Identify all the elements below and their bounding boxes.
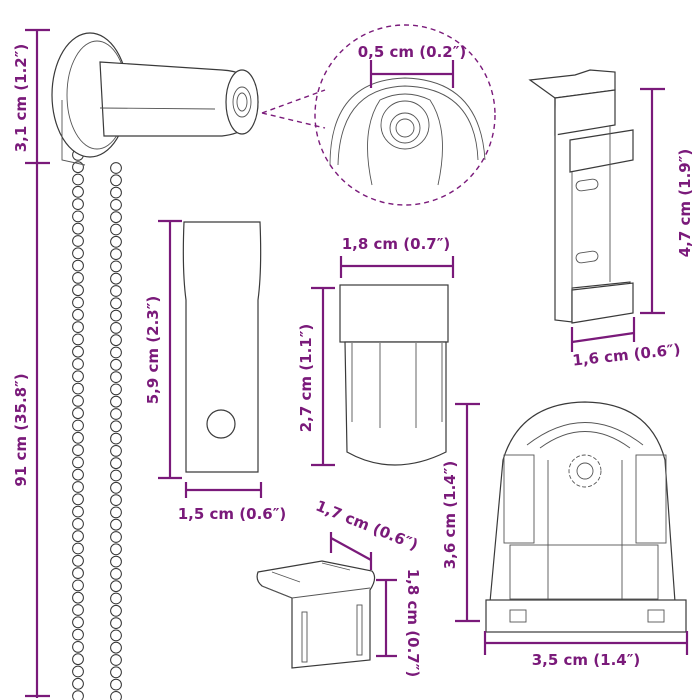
dimension-2-7cm: 2,7 cm (1.1″) xyxy=(297,286,335,467)
chain-drive xyxy=(51,32,259,700)
dimension-1-7cm: 1,7 cm (0.6″) xyxy=(313,497,421,570)
dimension-91cm: 91 cm (35.8″) xyxy=(12,165,50,698)
label-3-6cm: 3,6 cm (1.4″) xyxy=(441,461,459,570)
bead-chain-left xyxy=(72,112,84,700)
label-5-9cm: 5,9 cm (2.3″) xyxy=(144,296,162,405)
label-3-1cm: 3,1 cm (1.2″) xyxy=(12,44,30,153)
label-2-7cm: 2,7 cm (1.1″) xyxy=(297,324,315,433)
dimension-1-5cm: 1,5 cm (0.6″) xyxy=(178,482,287,523)
dimension-5-9cm: 5,9 cm (2.3″) xyxy=(144,219,182,480)
label-1-7cm: 1,7 cm (0.6″) xyxy=(313,497,420,554)
dimension-4-7cm: 4,7 cm (1.9″) xyxy=(640,87,694,315)
mounting-bracket xyxy=(485,401,687,633)
label-1-8cm-top: 1,8 cm (0.7″) xyxy=(342,235,451,253)
dimension-1-6cm: 1,6 cm (0.6″) xyxy=(570,317,682,370)
dimension-3-5cm: 3,5 cm (1.4″) xyxy=(483,631,689,669)
dimension-3-1cm: 3,1 cm (1.2″) xyxy=(12,28,50,165)
label-91cm: 91 cm (35.8″) xyxy=(12,373,30,486)
label-0-5cm: 0,5 cm (0.2″) xyxy=(358,43,467,61)
end-plug xyxy=(182,221,262,473)
label-1-5cm: 1,5 cm (0.6″) xyxy=(178,505,287,523)
label-4-7cm: 4,7 cm (1.9″) xyxy=(676,149,694,258)
dimension-1-8cm-top: 1,8 cm (0.7″) xyxy=(339,235,455,278)
detail-magnifier: 0,5 cm (0.2″) xyxy=(261,24,496,206)
label-1-6cm: 1,6 cm (0.6″) xyxy=(572,340,682,369)
label-1-8cm-side: 1,8 cm (0.7″) xyxy=(404,569,422,678)
dimension-3-6cm: 3,6 cm (1.4″) xyxy=(441,402,480,623)
idle-end-cap xyxy=(339,284,449,466)
angle-bracket xyxy=(256,560,376,669)
bead-chain-right xyxy=(110,162,122,700)
dimension-1-8cm-side: 1,8 cm (0.7″) xyxy=(376,569,422,678)
label-3-5cm: 3,5 cm (1.4″) xyxy=(532,651,641,669)
wall-hook-bracket xyxy=(528,69,634,324)
